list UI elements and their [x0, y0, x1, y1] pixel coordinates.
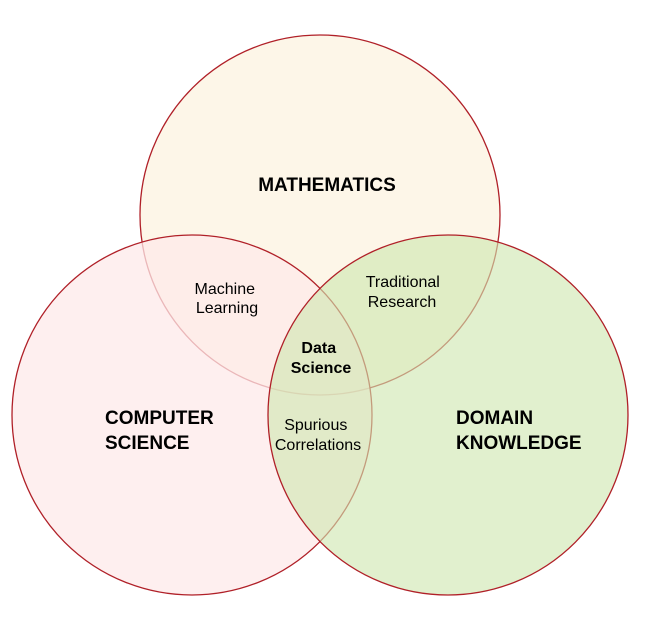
domain-knowledge-label-line-2: KNOWLEDGE [456, 433, 582, 454]
spurious-correlations-label-line-2: Correlations [275, 437, 361, 454]
computer-science-label: COMPUTER SCIENCE [105, 408, 219, 454]
data-science-label: Data Science [291, 340, 352, 377]
traditional-research-label-line-1: Traditional [366, 274, 440, 291]
machine-learning-label-line-1: Machine [195, 281, 256, 298]
traditional-research-label: Traditional Research [366, 274, 445, 311]
computer-science-label-line-2: SCIENCE [105, 433, 189, 454]
machine-learning-label-line-2: Learning [196, 300, 258, 317]
mathematics-label: MATHEMATICS [258, 175, 396, 196]
domain-knowledge-label: DOMAIN KNOWLEDGE [456, 408, 582, 454]
domain-knowledge-circle [267, 234, 629, 596]
machine-learning-label: Machine Learning [195, 281, 260, 317]
data-science-label-line-2: Science [291, 360, 352, 377]
data-science-label-line-1: Data [301, 340, 336, 357]
spurious-correlations-label: Spurious Correlations [275, 417, 361, 454]
traditional-research-label-line-2: Research [368, 294, 436, 311]
computer-science-label-line-1: COMPUTER [105, 408, 214, 429]
domain-knowledge-label-line-1: DOMAIN [456, 408, 533, 429]
spurious-correlations-label-line-1: Spurious [284, 417, 347, 434]
